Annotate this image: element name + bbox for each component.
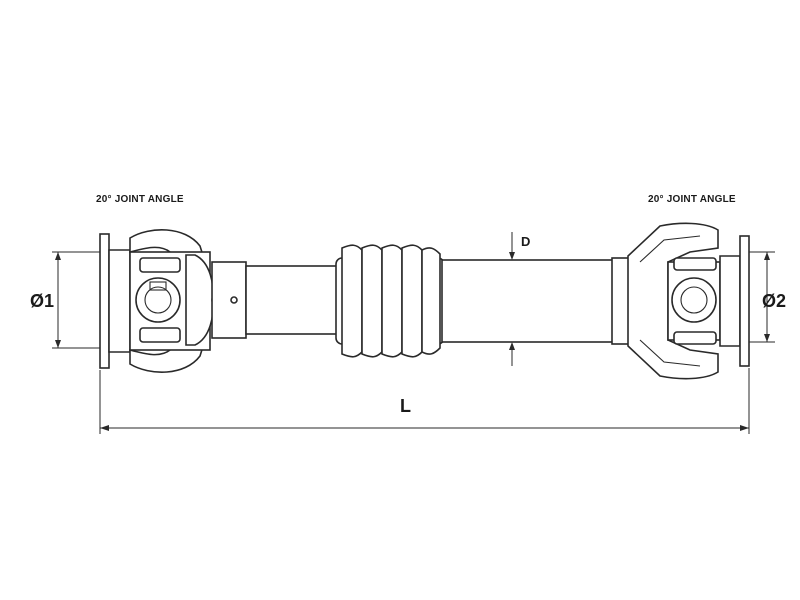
tube-diameter-dimension bbox=[509, 232, 515, 366]
diameter-1-dimension bbox=[52, 251, 100, 349]
tube-diameter-label: D bbox=[521, 234, 530, 249]
joint-angle-left-label: 20° JOINT ANGLE bbox=[96, 194, 184, 205]
bellows-boot bbox=[335, 244, 445, 358]
left-cross-bearing bbox=[139, 254, 214, 346]
left-yoke-sleeve bbox=[211, 261, 247, 339]
main-tube bbox=[441, 259, 621, 343]
left-shaft bbox=[245, 265, 339, 335]
diameter-2-dimension bbox=[749, 251, 775, 343]
right-flange-yoke bbox=[627, 222, 750, 380]
joint-angle-right-label: 20° JOINT ANGLE bbox=[648, 194, 736, 205]
diameter-2-label: Ø2 bbox=[762, 291, 786, 311]
diameter-1-label: Ø1 bbox=[30, 291, 54, 311]
length-dimension bbox=[99, 368, 750, 434]
length-label: L bbox=[400, 396, 411, 416]
